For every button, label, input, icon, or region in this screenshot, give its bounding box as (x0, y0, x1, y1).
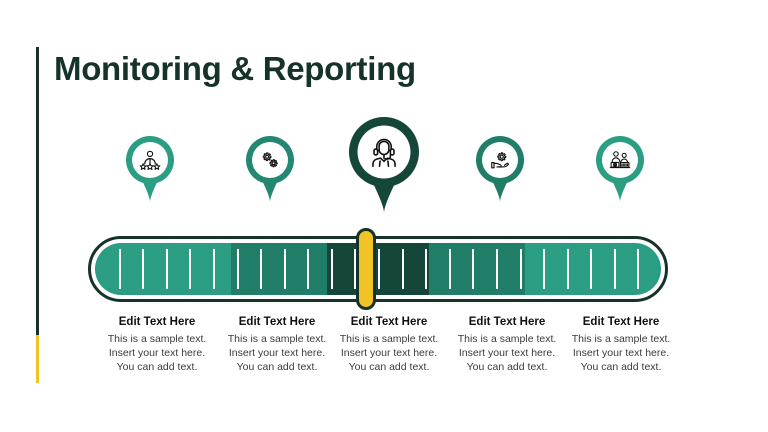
caption-body-line: You can add text. (466, 361, 548, 374)
caption-body-line: You can add text. (580, 361, 662, 374)
pin-marker-5[interactable]: People at desk with money (590, 132, 650, 208)
progress-bar-tick (566, 249, 569, 289)
progress-bar-tick (260, 249, 263, 289)
caption-body-line: This is a sample text. (457, 333, 557, 345)
caption-body-line: Insert your text here. (108, 347, 206, 360)
progress-bar-tick (519, 249, 522, 289)
caption-body-line: This is a sample text. (339, 333, 439, 345)
caption-body-line: This is a sample text. (571, 333, 671, 345)
progress-bar-tick (330, 249, 333, 289)
progress-bar-tick (118, 249, 121, 289)
progress-bar-tick (236, 249, 239, 289)
caption-body[interactable]: This is a sample text. Insert your text h… (448, 332, 566, 375)
progress-bar-tick (543, 249, 546, 289)
left-accent-bar-tip (36, 335, 39, 383)
progress-bar-tick (212, 249, 215, 289)
progress-bar-tick (613, 249, 616, 289)
progress-bar-tick (472, 249, 475, 289)
caption-heading[interactable]: Edit Text Here (468, 316, 546, 328)
caption-body-line: This is a sample text. (107, 333, 207, 345)
progress-bar-tick (590, 249, 593, 289)
caption-body[interactable]: This is a sample text. Insert your text h… (98, 332, 216, 375)
progress-bar-ticks (95, 243, 661, 295)
caption-body-line: You can add text. (348, 361, 430, 374)
progress-bar-tick (495, 249, 498, 289)
progress-bar-tick (165, 249, 168, 289)
caption-body[interactable]: This is a sample text. Insert your text h… (218, 332, 336, 375)
pin-marker-1[interactable]: Customer rating (120, 132, 180, 208)
progress-bar-tick (189, 249, 192, 289)
progress-bar-segment-4 (428, 243, 526, 295)
caption-body-line: Insert your text here. (228, 347, 326, 360)
progress-bar-tick (142, 249, 145, 289)
caption-heading[interactable]: Edit Text Here (238, 316, 316, 328)
pin-marker-2[interactable]: Settings gears (240, 132, 300, 208)
progress-bar-tick (448, 249, 451, 289)
caption-body-line: Insert your text here. (572, 347, 670, 360)
pin-marker-row: Customer rating Settings gears Support age… (0, 112, 768, 222)
left-accent-bar (36, 47, 39, 383)
progress-bar-tick (378, 249, 380, 289)
caption-body-line: This is a sample text. (227, 333, 327, 345)
progress-bar-segment-2 (230, 243, 328, 295)
caption-body[interactable]: This is a sample text. Insert your text h… (562, 332, 680, 375)
progress-bar-container[interactable] (88, 228, 668, 310)
progress-bar-tick (401, 249, 404, 289)
caption-body[interactable]: This is a sample text. Insert your text h… (330, 332, 448, 375)
pin-marker-3[interactable]: Support agent with headset (340, 112, 428, 220)
caption-heading[interactable]: Edit Text Here (582, 316, 660, 328)
progress-bar-tick (354, 249, 357, 289)
pin-marker-4[interactable]: Hand holding gear (470, 132, 530, 208)
page-title: Monitoring & Reporting (54, 50, 416, 87)
progress-bar-handle[interactable] (356, 228, 377, 310)
progress-bar-segment-3 (327, 243, 429, 295)
caption-body-line: Insert your text here. (458, 347, 556, 360)
caption-heading[interactable]: Edit Text Here (118, 316, 196, 328)
caption-body-line: You can add text. (236, 361, 318, 374)
progress-bar-tick (283, 249, 286, 289)
progress-bar-tick (425, 249, 428, 289)
caption-heading[interactable]: Edit Text Here (350, 316, 428, 328)
progress-bar-tick (637, 249, 640, 289)
progress-bar-segment-1 (95, 243, 231, 295)
caption-body-line: You can add text. (116, 361, 198, 374)
caption-body-line: Insert your text here. (340, 347, 438, 360)
progress-bar-tick (307, 249, 310, 289)
